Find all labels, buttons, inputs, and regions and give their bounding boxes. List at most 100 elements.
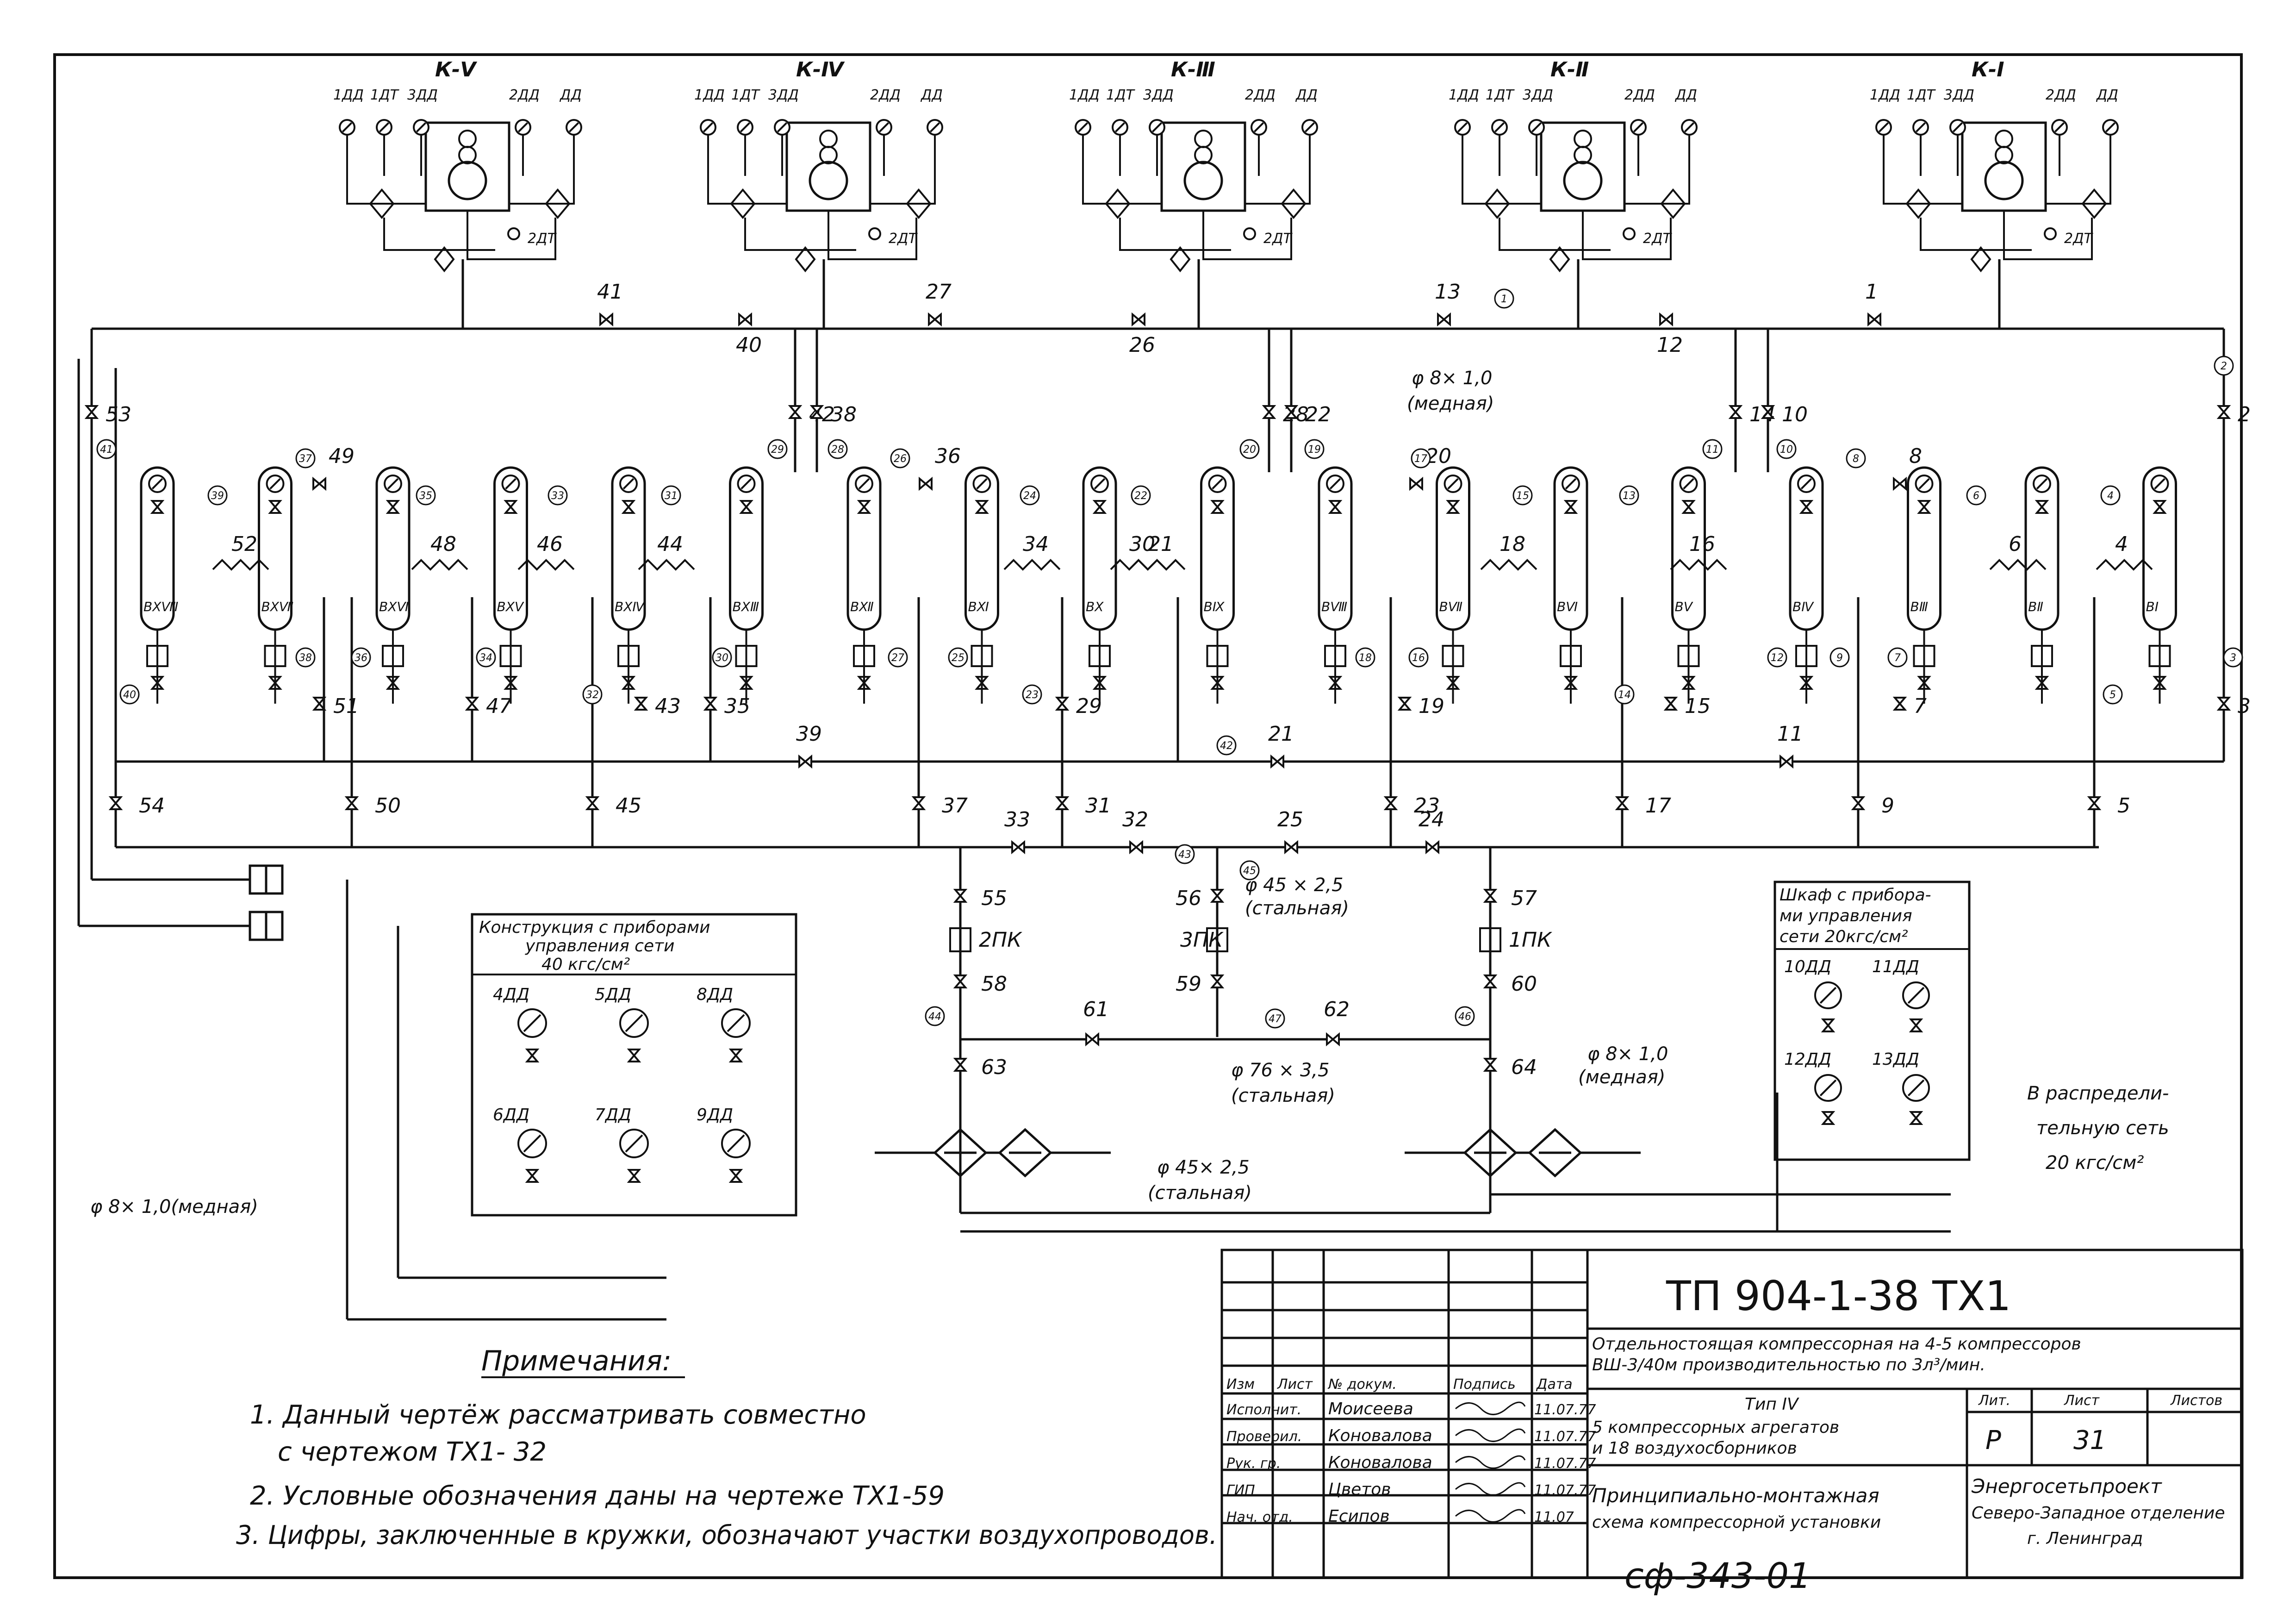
gate-valve-icon — [730, 1169, 742, 1183]
drawing-code: ТП 904-1-38 ТХ1 — [1666, 1272, 2011, 1320]
gate-valve-icon — [976, 500, 988, 514]
svg-text:26: 26 — [894, 453, 907, 465]
receiver-label: ВⅥ — [1557, 599, 1578, 614]
gate-valve-icon — [1665, 697, 1677, 711]
air-receiver: ВⅩⅤ — [493, 466, 528, 704]
flexible-hose-number: 6 — [2009, 532, 2022, 556]
pipe-section-number: 34 — [476, 647, 496, 668]
compressor-gauge-label: 2ДД — [2046, 87, 2076, 103]
pipe-section-number: 23 — [1022, 684, 1042, 705]
compressor-label: К-Ⅲ — [1171, 58, 1215, 81]
pipe-section-number: 39 — [207, 485, 228, 506]
header-valve-number: 13 — [1435, 280, 1461, 304]
signature-icon — [1455, 1482, 1526, 1496]
gate-valve-icon — [1894, 697, 1906, 711]
pipe-section-number: 14 — [1614, 684, 1635, 705]
gate-valve-icon — [1484, 1058, 1496, 1072]
pipe-material-label: (медная) — [1578, 1067, 1665, 1088]
header-valve-number: 40 — [736, 333, 762, 357]
receiver-label: ВⅩ — [1086, 599, 1104, 614]
svg-text:39: 39 — [211, 490, 224, 502]
svg-text:47: 47 — [1269, 1013, 1282, 1025]
flexible-hose-number: 18 — [1500, 532, 1525, 556]
air-receiver: ВⅩⅥ — [375, 466, 411, 704]
gate-valve-icon — [740, 500, 753, 514]
receiver-bottom-valve-number: 47 — [486, 694, 512, 718]
compressor-gauge-label: ДД — [559, 87, 582, 103]
air-receiver: ВⅦ — [1436, 466, 1470, 704]
gate-valve-icon — [1730, 405, 1742, 419]
pipe-section-number: 15 — [1512, 485, 1533, 506]
distribution-label-line1: В распредели- — [2027, 1083, 2169, 1104]
gate-valve-icon — [1852, 796, 1864, 810]
pipe-section-number: 10 — [1776, 439, 1797, 459]
air-receiver: ВⅩ — [1082, 466, 1117, 704]
panel-title-line1: Конструкция с приборами — [479, 918, 710, 937]
pipe-section-number: 11 — [1702, 439, 1723, 459]
svg-text:16: 16 — [1412, 652, 1425, 664]
air-receiver: ВⅥ — [1553, 466, 1588, 704]
compressor-sensor-label: 2ДТ — [1643, 231, 1673, 247]
svg-text:24: 24 — [1023, 490, 1036, 502]
panel-gauge-label: 12ДД — [1784, 1050, 1831, 1069]
panel-title-line2: ми управления — [1780, 906, 1912, 925]
note-1: 1. Данный чертёж рассматривать совместно — [250, 1400, 866, 1430]
svg-text:46: 46 — [1458, 1011, 1471, 1023]
drier-line-valve-number: 55 — [981, 887, 1007, 910]
svg-text:25: 25 — [952, 652, 964, 664]
safety-valve-label: 2ПК — [979, 928, 1022, 952]
signature-icon — [1455, 1455, 1526, 1469]
compressor-gauge-label: 3ДД — [1944, 87, 1974, 103]
pipe-section-number: 37 — [295, 448, 316, 468]
receiver-label: ВⅩⅢ — [733, 599, 759, 614]
gate-valve-icon — [526, 1049, 538, 1062]
cross-valve-number: 62 — [1324, 998, 1350, 1021]
project-description-line2: ВШ-3/40м производительностью по 3л³/мин. — [1592, 1355, 1985, 1374]
signature-icon — [1455, 1509, 1526, 1523]
pressure-gauge-icon — [1251, 119, 1267, 136]
receiver-gauge-icon — [501, 475, 520, 493]
gate-valve-icon — [1822, 1018, 1834, 1032]
receiver-top-valve-number: 36 — [935, 444, 961, 468]
pressure-gauge-icon — [721, 1008, 751, 1038]
branch-valve-number: 50 — [375, 794, 401, 818]
safety-valve-label: 3ПК — [1180, 928, 1224, 952]
panel-gauge-label: 9ДД — [697, 1106, 733, 1124]
gate-valve-icon — [1399, 697, 1411, 711]
pipe-section-number: 2 — [2214, 356, 2234, 376]
unions — [249, 864, 284, 941]
compressor-sensor-label: 2ДТ — [2064, 231, 2094, 247]
pressure-gauge-icon — [1949, 119, 1966, 136]
receiver-gauge-icon — [1090, 475, 1109, 493]
pressure-gauge-icon — [1630, 119, 1647, 136]
branch-valve-number: 9 — [1881, 794, 1894, 818]
panel-gauge-label: 6ДД — [493, 1106, 529, 1124]
note-3: 3. Цифры, заключенные в кружки, обознача… — [236, 1520, 1217, 1550]
title-block-header: Лист — [1277, 1376, 1313, 1393]
gate-valve-icon — [1437, 313, 1451, 325]
compressor-gauge-label: 1ДТ — [1106, 87, 1136, 103]
compressor-gauge-label: 1ДД — [1870, 87, 1900, 103]
receiver-label: ВⅤ — [1675, 599, 1693, 614]
compressor-label: К-Ⅰ — [1972, 58, 2004, 81]
pipe-section-number: 9 — [1829, 647, 1850, 668]
receiver-gauge-icon — [2033, 475, 2051, 493]
pressure-gauge-icon — [721, 1129, 751, 1158]
gate-valve-icon — [635, 697, 647, 711]
receiver-bottom-valve-number: 15 — [1685, 694, 1711, 718]
svg-text:27: 27 — [891, 652, 904, 664]
svg-text:31: 31 — [665, 490, 678, 502]
gate-valve-icon — [2036, 500, 2048, 514]
panel-gauge-label: 8ДД — [697, 985, 733, 1004]
title-block-header: № докум. — [1327, 1376, 1397, 1393]
title-block-frame — [1220, 1249, 2244, 1579]
receiver-gauge-icon — [1208, 475, 1227, 493]
gate-valve-icon — [919, 478, 933, 490]
gate-valve-icon — [1270, 756, 1284, 768]
pipe-section-number: 45 — [1239, 860, 1260, 881]
svg-text:44: 44 — [928, 1011, 941, 1023]
svg-text:34: 34 — [479, 652, 492, 664]
signature-icon — [1455, 1401, 1526, 1415]
gate-valve-icon — [2218, 697, 2230, 711]
